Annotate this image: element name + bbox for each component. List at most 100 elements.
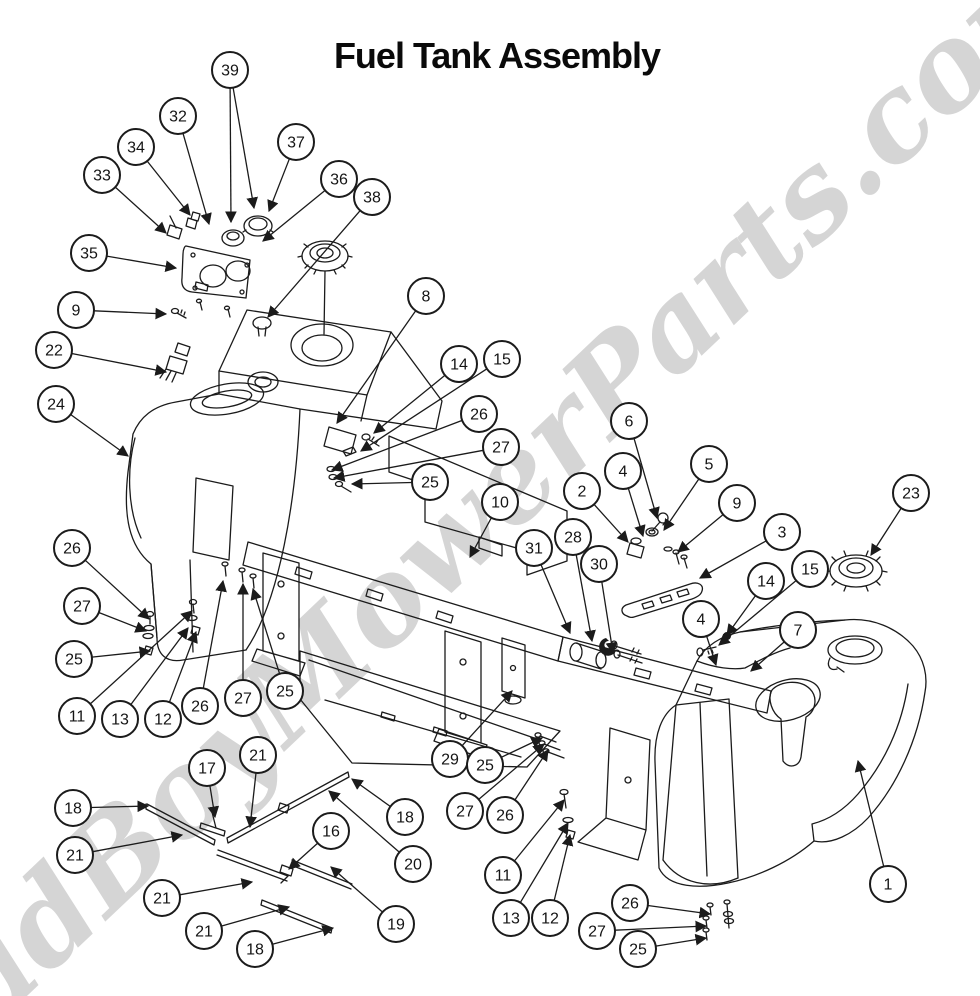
callout-number: 3 (778, 525, 787, 542)
leader-line-27 (332, 449, 484, 482)
leader-line-11 (513, 799, 565, 862)
callout-circle (239, 736, 277, 774)
leader-line-28 (575, 554, 596, 643)
callout-circle (481, 483, 519, 521)
leader-line-37 (267, 158, 291, 213)
leader-line-12 (553, 833, 574, 901)
leader-line-6 (633, 438, 660, 520)
callout-6-20: 6 (610, 402, 648, 440)
callout-circle (446, 792, 484, 830)
callout-circle (70, 234, 108, 272)
callout-circle (440, 345, 478, 383)
callout-number: 2 (578, 484, 587, 501)
callout-circle (57, 291, 95, 329)
leader-line-10 (469, 517, 492, 559)
callout-circle (763, 513, 801, 551)
leader-line-25 (91, 646, 152, 658)
callout-30-27: 30 (580, 545, 618, 583)
callout-2-18: 2 (563, 472, 601, 510)
callout-number: 18 (396, 810, 414, 827)
callout-33-3: 33 (83, 156, 121, 194)
callout-circle (483, 340, 521, 378)
callout-circle (747, 562, 785, 600)
callout-number: 14 (450, 357, 468, 374)
callout-28-26: 28 (554, 518, 592, 556)
leader-line-32 (182, 133, 212, 226)
callout-circle (482, 428, 520, 466)
leader-line-21 (179, 878, 254, 896)
callout-circle (486, 796, 524, 834)
callout-circle (554, 518, 592, 556)
callout-number: 15 (493, 352, 511, 369)
callout-21-44: 21 (239, 736, 277, 774)
control-panel-drawing (166, 211, 274, 318)
callout-circle (144, 700, 182, 738)
leader-line-33 (114, 186, 167, 234)
callout-25-56: 25 (55, 640, 93, 678)
callout-number: 15 (801, 562, 819, 579)
callout-24-10: 24 (37, 385, 75, 423)
callout-number: 27 (492, 440, 510, 457)
callout-circle (604, 452, 642, 490)
callout-number: 38 (363, 190, 381, 207)
callout-number: 18 (64, 801, 82, 818)
callout-4-19: 4 (604, 452, 642, 490)
callout-number: 25 (476, 758, 494, 775)
callout-number: 18 (246, 942, 264, 959)
leader-line-36 (262, 189, 326, 242)
callout-5-21: 5 (690, 445, 728, 483)
callout-number: 22 (45, 343, 63, 360)
leader-line-14 (726, 595, 757, 636)
callout-number: 9 (733, 496, 742, 513)
callout-circle (610, 402, 648, 440)
leader-line-7 (750, 641, 785, 672)
callout-20-48: 20 (394, 845, 432, 883)
callout-14-28: 14 (747, 562, 785, 600)
callout-27-15: 27 (482, 428, 520, 466)
callout-number: 6 (625, 414, 634, 431)
leader-line-19 (330, 866, 383, 913)
leader-line-15 (360, 368, 488, 452)
callout-number: 27 (234, 691, 252, 708)
callout-circle (211, 51, 249, 89)
callout-number: 24 (47, 397, 65, 414)
callout-21-46: 21 (56, 836, 94, 874)
callout-number: 11 (69, 709, 86, 726)
callout-circle (54, 789, 92, 827)
callout-26-60: 26 (181, 687, 219, 725)
leader-line-38 (267, 210, 361, 318)
callout-38-6: 38 (353, 178, 391, 216)
callout-number: 27 (456, 804, 474, 821)
callout-number: 21 (195, 924, 213, 941)
leader-line-23 (870, 507, 902, 556)
callout-27-40: 27 (578, 912, 616, 950)
leader-line-27 (98, 611, 148, 633)
callout-number: 27 (73, 599, 91, 616)
callout-number: 34 (127, 140, 145, 157)
callout-circle (312, 812, 350, 850)
callout-15-13: 15 (483, 340, 521, 378)
callout-circle (37, 385, 75, 423)
callout-number: 26 (496, 808, 514, 825)
callout-25-41: 25 (619, 930, 657, 968)
callout-11-57: 11 (58, 697, 96, 735)
leader-line-21 (221, 904, 291, 927)
callout-circle (377, 905, 415, 943)
callout-number: 26 (621, 896, 639, 913)
callout-4-30: 4 (682, 600, 720, 638)
callout-27-55: 27 (63, 587, 101, 625)
leader-line-26 (647, 904, 712, 919)
callout-25-33: 25 (466, 746, 504, 784)
callout-circle (266, 672, 304, 710)
callout-circle (619, 930, 657, 968)
leader-line-20 (328, 790, 400, 853)
leader-line-25 (350, 477, 413, 490)
callout-number: 13 (502, 911, 520, 928)
callout-circle (869, 865, 907, 903)
callout-18-45: 18 (54, 789, 92, 827)
callout-number: 26 (470, 407, 488, 424)
callout-13-58: 13 (101, 700, 139, 738)
callout-number: 17 (198, 761, 216, 778)
leader-line-26 (202, 579, 227, 689)
